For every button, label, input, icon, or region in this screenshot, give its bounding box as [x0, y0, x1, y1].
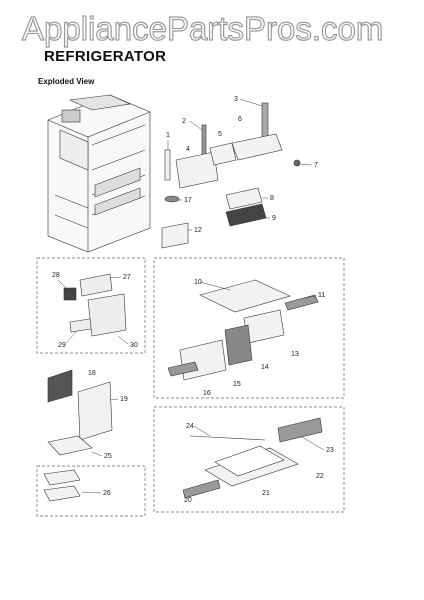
callout-6: 6: [238, 116, 242, 123]
callout-22: 22: [316, 473, 324, 480]
callout-8: 8: [270, 195, 274, 202]
parts-group-10-16: [167, 279, 319, 381]
part-24: [189, 435, 266, 441]
part-25: [47, 435, 93, 456]
part-6: [231, 133, 283, 161]
watermark: AppliancePartsPros.com: [21, 9, 384, 47]
part-19: [77, 381, 113, 441]
part-14: [224, 324, 253, 366]
part-20: [182, 479, 221, 499]
callout-3: 3: [234, 96, 238, 103]
callout-2: 2: [182, 118, 186, 125]
refrigerator-cabinet: [47, 94, 151, 253]
callout-4: 4: [186, 146, 190, 153]
callout-30: 30: [130, 342, 138, 349]
callout-17: 17: [184, 197, 192, 204]
part-1: [164, 149, 171, 181]
callout-1: 1: [166, 132, 170, 139]
part-15: [179, 339, 227, 381]
part-26-upper: [43, 469, 81, 486]
callout-15: 15: [233, 381, 241, 388]
callout-24: 24: [186, 423, 194, 430]
callout-14: 14: [261, 364, 269, 371]
page-title: REFRIGERATOR: [44, 48, 167, 65]
callout-20: 20: [184, 497, 192, 504]
page-subtitle: Exploded View: [38, 77, 95, 86]
callout-12: 12: [194, 227, 202, 234]
callout-9: 9: [272, 215, 276, 222]
part-12: [161, 222, 189, 249]
callout-11: 11: [318, 292, 325, 299]
group-box-10-16: [153, 257, 345, 399]
callout-28: 28: [52, 272, 60, 279]
part-27: [79, 273, 113, 297]
group-box-26: [36, 465, 146, 517]
callout-13: 13: [291, 351, 299, 358]
callout-21: 21: [262, 490, 270, 497]
group-box-27-30: [36, 257, 146, 354]
part-13: [243, 309, 285, 344]
part-10: [199, 279, 291, 313]
part-7: [293, 159, 301, 167]
leader-lines: [57, 98, 325, 494]
callout-5: 5: [218, 131, 222, 138]
callout-23: 23: [326, 447, 334, 454]
part-23: [277, 417, 323, 443]
part-28: [63, 287, 77, 301]
callout-labels: 1 2 3 4 5 6 7 8 9 12 17 10 11 13 14 15 1…: [52, 96, 334, 504]
callout-18: 18: [88, 370, 96, 377]
part-8: [225, 187, 263, 210]
callout-7: 7: [314, 162, 318, 169]
callout-26: 26: [103, 490, 111, 497]
part-18: [47, 369, 73, 403]
parts-group-27-30: [63, 273, 127, 337]
group-box-20-24: [153, 406, 345, 513]
part-16: [167, 361, 199, 377]
callout-16: 16: [203, 390, 211, 397]
part-26-lower: [43, 485, 81, 502]
callout-10: 10: [194, 279, 202, 286]
part-30: [87, 293, 127, 337]
callout-29: 29: [58, 342, 66, 349]
parts-top-right: [161, 102, 301, 249]
part-11: [284, 294, 319, 311]
callout-19: 19: [120, 396, 128, 403]
callout-27: 27: [123, 274, 131, 281]
callout-25: 25: [104, 453, 112, 460]
part-4: [175, 151, 219, 189]
parts-left-lower: [43, 369, 113, 502]
part-17: [164, 195, 180, 203]
part-22: [214, 445, 285, 477]
part-5: [209, 142, 237, 166]
parts-group-20-24: [182, 417, 323, 499]
